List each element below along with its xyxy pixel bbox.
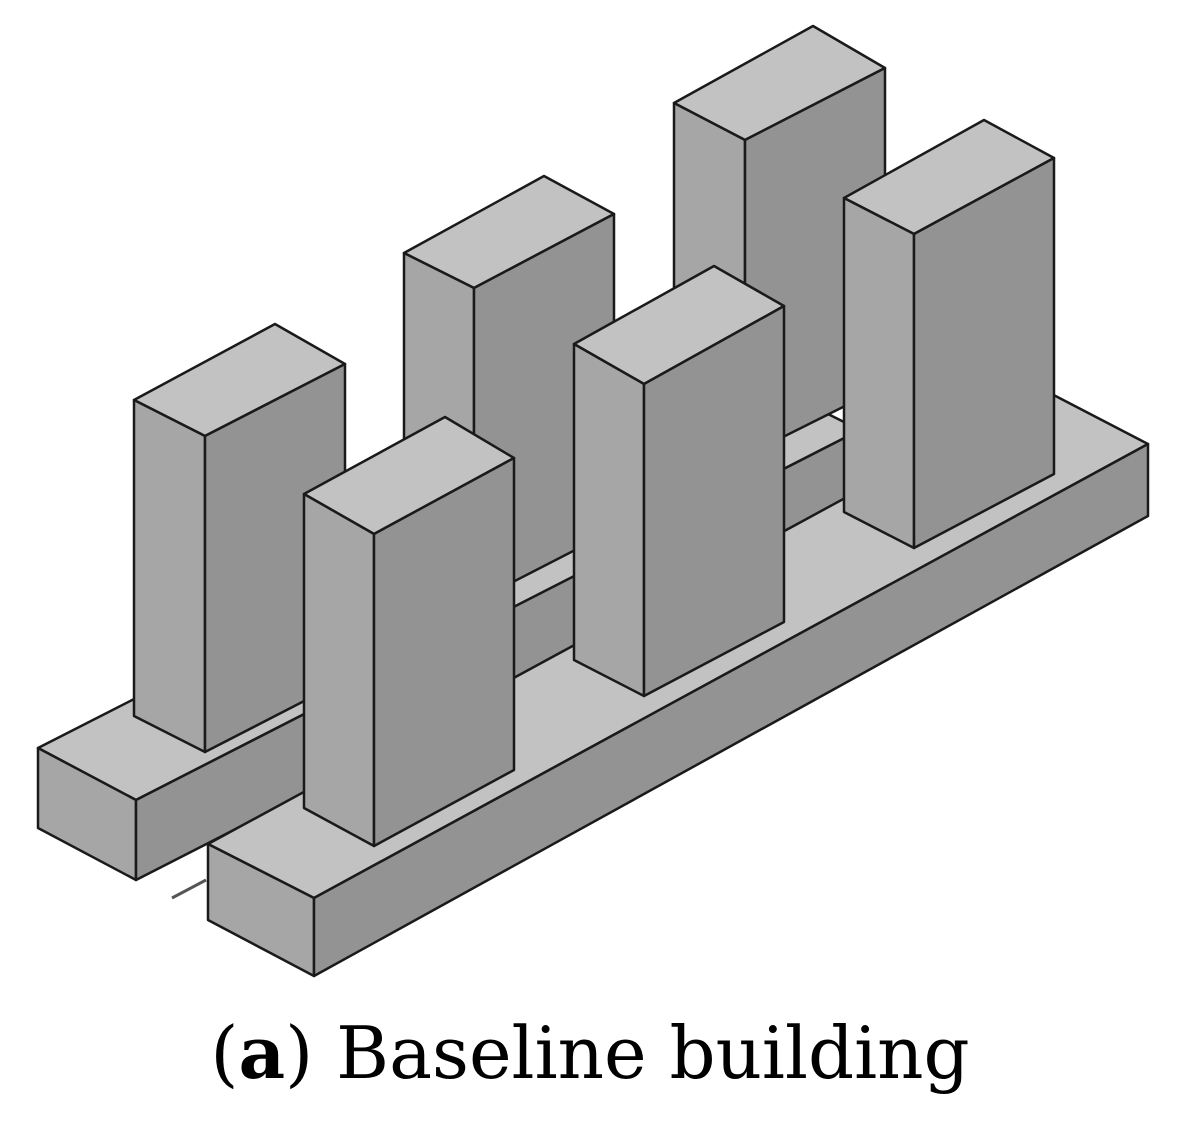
gap-mark xyxy=(171,878,207,900)
figure-caption: (a) Baseline building xyxy=(0,1008,1180,1098)
front-tower-2-left-face xyxy=(572,342,646,698)
front-tower-2 xyxy=(572,264,786,698)
front-tower-1 xyxy=(302,415,516,848)
caption-open-paren: ( xyxy=(210,1011,239,1095)
caption-text: Baseline building xyxy=(336,1011,970,1095)
front-tower-1-left-face xyxy=(302,492,376,848)
front-tower-3 xyxy=(842,118,1056,550)
front-tower-2-right-face xyxy=(642,304,786,698)
front-tower-3-right-face xyxy=(912,156,1056,550)
back-tower-1-left-face xyxy=(132,398,207,754)
front-tower-1-right-face xyxy=(372,456,516,848)
front-podium-side xyxy=(312,442,1150,978)
front-tower-3-left-face xyxy=(842,196,916,550)
caption-label-letter: a xyxy=(238,1010,286,1095)
baseline-building-diagram xyxy=(36,24,1150,978)
caption-close-paren: ) xyxy=(285,1011,314,1095)
